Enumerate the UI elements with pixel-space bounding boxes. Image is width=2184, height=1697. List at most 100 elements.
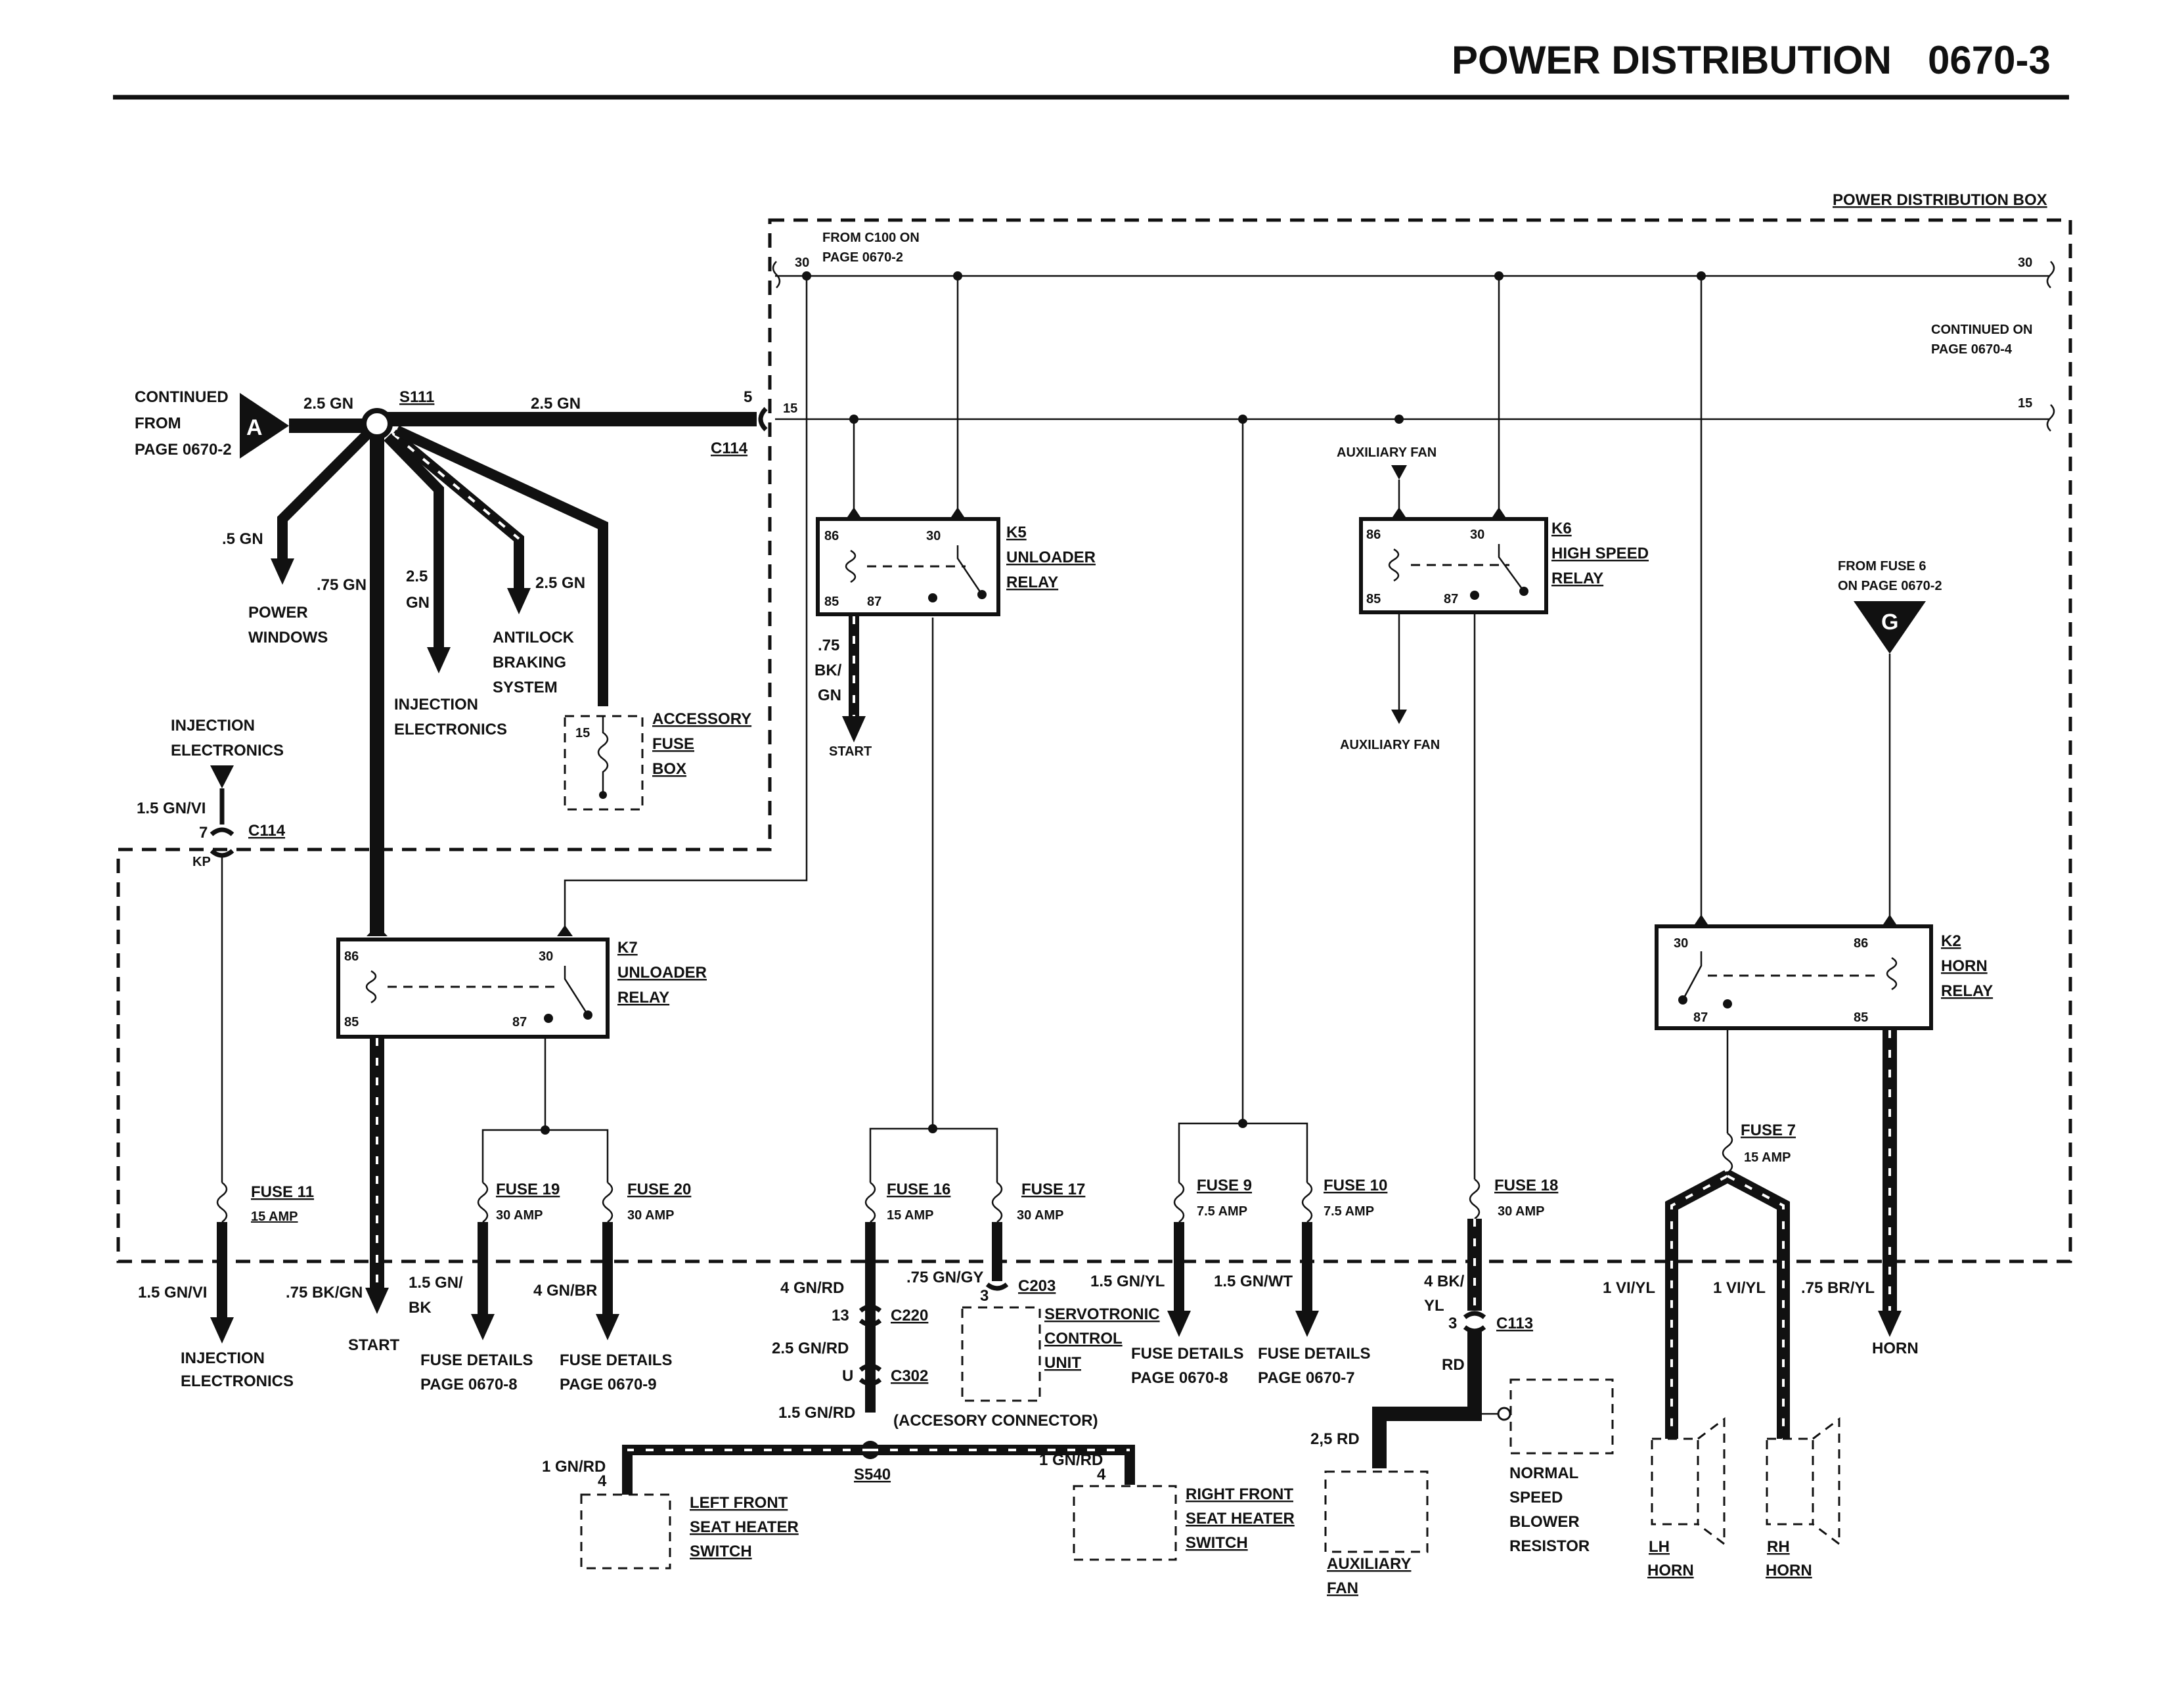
bottom-rd: RD [1442, 1356, 1465, 1374]
bottom-s540: S540 [854, 1466, 891, 1483]
wire-injection [384, 433, 444, 647]
power-windows-label-2: WINDOWS [248, 629, 328, 646]
k5-switch [956, 545, 983, 595]
aux-fan-bottom-arrow [1391, 710, 1407, 724]
c114-pin-label: 5 [744, 388, 752, 406]
blower-terminal [1497, 1407, 1511, 1421]
k2-30-arrow [1693, 915, 1709, 926]
bottom-f19-dest2: PAGE 0670-8 [420, 1376, 518, 1393]
continued-from-line2: FROM [135, 415, 181, 432]
bottom-f17-wire: .75 GN/GY [906, 1269, 983, 1286]
bottom-rh-1: RH [1767, 1538, 1790, 1556]
power-distribution-box-outline [116, 218, 2072, 1263]
bottom-servo-1: SERVOTRONIC [1044, 1305, 1160, 1323]
bottom-f19-wire2: BK [409, 1299, 432, 1317]
k2-30: 30 [1674, 936, 1688, 951]
fuse-17-name: FUSE 17 [1021, 1181, 1085, 1198]
from-c100-line1: FROM C100 ON [822, 231, 920, 245]
bottom-c113: C113 [1496, 1315, 1533, 1332]
bottom-blower-2: SPEED [1509, 1489, 1563, 1506]
wire-075-gn-label: .75 GN [317, 576, 367, 594]
fuse-17-amp: 30 AMP [1017, 1208, 1064, 1223]
left-injection-kp: KP [192, 855, 211, 869]
fuse-19-name: FUSE 19 [496, 1181, 560, 1198]
abs-label-3: SYSTEM [493, 679, 558, 696]
fuse-9-arrow [1167, 1311, 1191, 1337]
bottom-f19-dest1: FUSE DETAILS [420, 1351, 533, 1369]
from-c100-line2: PAGE 0670-2 [822, 250, 903, 265]
from-fuse6-line2: ON PAGE 0670-2 [1838, 579, 1942, 593]
left-injection-wire-label: 1.5 GN/VI [137, 800, 206, 817]
c114-connector [758, 407, 768, 432]
fuse-7-symbol [1722, 1132, 1733, 1174]
left-injection-line1: INJECTION [171, 717, 255, 735]
power-distribution-box-label: POWER DISTRIBUTION BOX [1833, 191, 2047, 209]
abs-label-2: BRAKING [493, 654, 566, 671]
fuse-7-amp: 15 AMP [1744, 1150, 1791, 1165]
k2-name1: HORN [1941, 957, 1988, 975]
c302-connector-bottom [858, 1378, 882, 1386]
k2-85: 85 [1854, 1010, 1868, 1025]
k5-30-arrow [950, 507, 966, 519]
wire-lf-seat-heater [622, 1445, 870, 1495]
fuse-9-amp: 7.5 AMP [1197, 1204, 1247, 1219]
k2-name2: RELAY [1941, 982, 1993, 1000]
relay-k7 [336, 938, 610, 1039]
k2-87: 87 [1693, 1010, 1708, 1025]
aux-fan-bottom-label: AUXILIARY FAN [1340, 738, 1440, 752]
fuse-9-10-split [1178, 1122, 1308, 1183]
k7-30-feed [564, 276, 808, 926]
bottom-f16-wire: 4 GN/RD [780, 1279, 844, 1297]
bottom-c302-wire: 2.5 GN/RD [772, 1340, 849, 1357]
bottom-rf-wire: 1 GN/RD [1039, 1451, 1103, 1469]
bottom-lf-3: SWITCH [690, 1543, 752, 1560]
k6-id: K6 [1551, 520, 1572, 537]
from-fuse6-marker [1854, 601, 1926, 654]
accessory-label-3: BOX [652, 760, 686, 778]
bottom-f20-dest1: FUSE DETAILS [560, 1351, 673, 1369]
k2-coil [1886, 957, 1898, 991]
bus-30-right-terminal: 30 [2018, 256, 2032, 270]
aux-fan-top-label: AUXILIARY FAN [1337, 445, 1437, 460]
bottom-c302: C302 [891, 1367, 928, 1385]
splice-s111 [361, 408, 393, 440]
wire-abs-stripe [391, 432, 520, 540]
wire-abs-label: 2.5 GN [535, 574, 585, 592]
bus-30-break-right [2046, 261, 2055, 288]
k2-switch [1682, 951, 1703, 1001]
left-injection-arrow [210, 765, 234, 788]
abs-label-1: ANTILOCK [493, 629, 575, 646]
fuse-10-symbol [1301, 1181, 1313, 1223]
c220-connector-bottom [858, 1319, 882, 1327]
k5-30: 30 [926, 529, 941, 543]
fuse-18-symbol [1469, 1178, 1481, 1220]
page-number: 0670-3 [1928, 38, 2051, 82]
injection-arrow [427, 647, 451, 673]
c113-connector-top [1463, 1311, 1486, 1319]
k5-switch-pivot [977, 590, 987, 599]
wire-2-5-gn-right-label: 2.5 GN [531, 395, 581, 413]
fuse-7-name: FUSE 7 [1741, 1121, 1796, 1139]
wire-rh-stripe [1727, 1175, 1785, 1439]
fuse-11-name: FUSE 11 [251, 1183, 314, 1201]
k5-86-arrow [846, 507, 862, 519]
from-fuse6-badge: G [1881, 610, 1898, 635]
k7-id: K7 [617, 939, 638, 957]
wire-05-gn-label: .5 GN [222, 530, 263, 548]
fuse-20-name: FUSE 20 [627, 1181, 691, 1198]
k5-85: 85 [824, 595, 839, 609]
bottom-blower-4: RESISTOR [1509, 1537, 1590, 1555]
k5-86: 86 [824, 529, 839, 543]
k7-30-arrow [557, 925, 573, 936]
wire-rd-to-aux-fan [1372, 1330, 1482, 1468]
fuse-10-name: FUSE 10 [1324, 1177, 1387, 1194]
k5-87-split [869, 1127, 998, 1183]
k5-start-w2: BK/ [814, 662, 842, 679]
relay-k2 [1655, 924, 1933, 1030]
continued-on-line1: CONTINUED ON [1931, 323, 2032, 337]
c220-connector-top [858, 1304, 882, 1313]
servotronic-control-unit [961, 1306, 1041, 1402]
bottom-f10-dest2: PAGE 0670-7 [1258, 1369, 1355, 1387]
k6-switch-pivot [1519, 587, 1528, 596]
